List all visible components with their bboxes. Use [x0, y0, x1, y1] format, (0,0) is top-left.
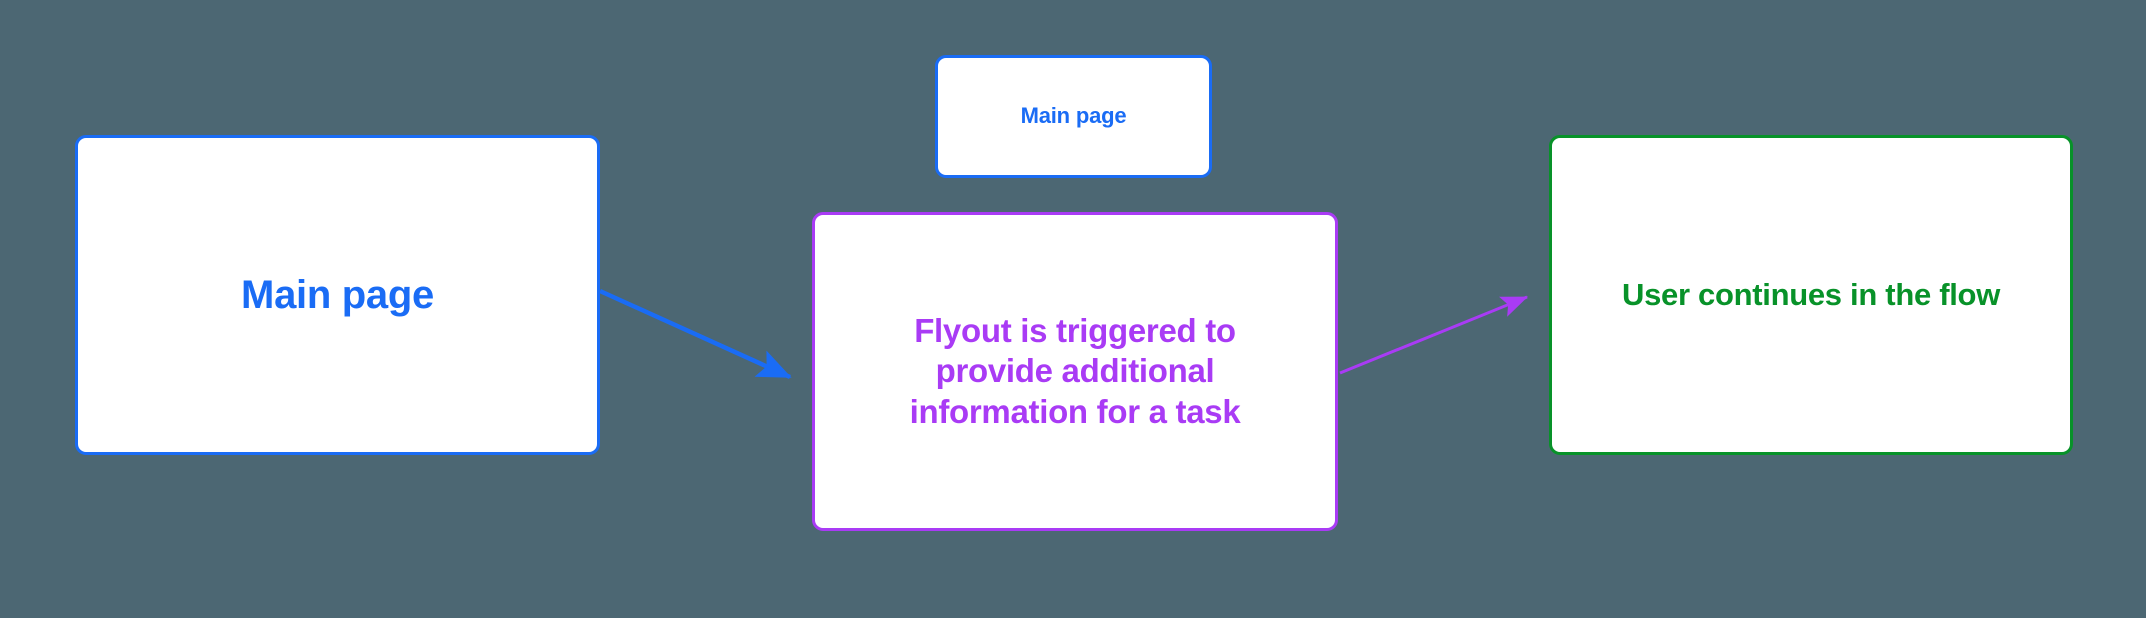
node-main-page-large[interactable]: Main page: [75, 135, 600, 455]
node-flyout-label: Flyout is triggered to provide additiona…: [910, 311, 1241, 432]
node-user-continues-label: User continues in the flow: [1621, 277, 2001, 313]
edge-main-to-flyout: [599, 288, 792, 380]
node-flyout-label-line3: information for a task: [909, 392, 1241, 430]
node-flyout-label-line1: Flyout is triggered to: [914, 312, 1236, 350]
node-main-page-small[interactable]: Main page: [935, 55, 1212, 178]
node-flyout[interactable]: Flyout is triggered to provide additiona…: [812, 212, 1338, 531]
node-flyout-label-line2: provide additional: [935, 352, 1215, 390]
node-main-page-small-label: Main page: [1020, 103, 1127, 129]
edge-flyout-to-user: [1339, 295, 1529, 375]
node-main-page-large-label: Main page: [241, 272, 434, 317]
node-user-continues[interactable]: User continues in the flow: [1549, 135, 2073, 455]
